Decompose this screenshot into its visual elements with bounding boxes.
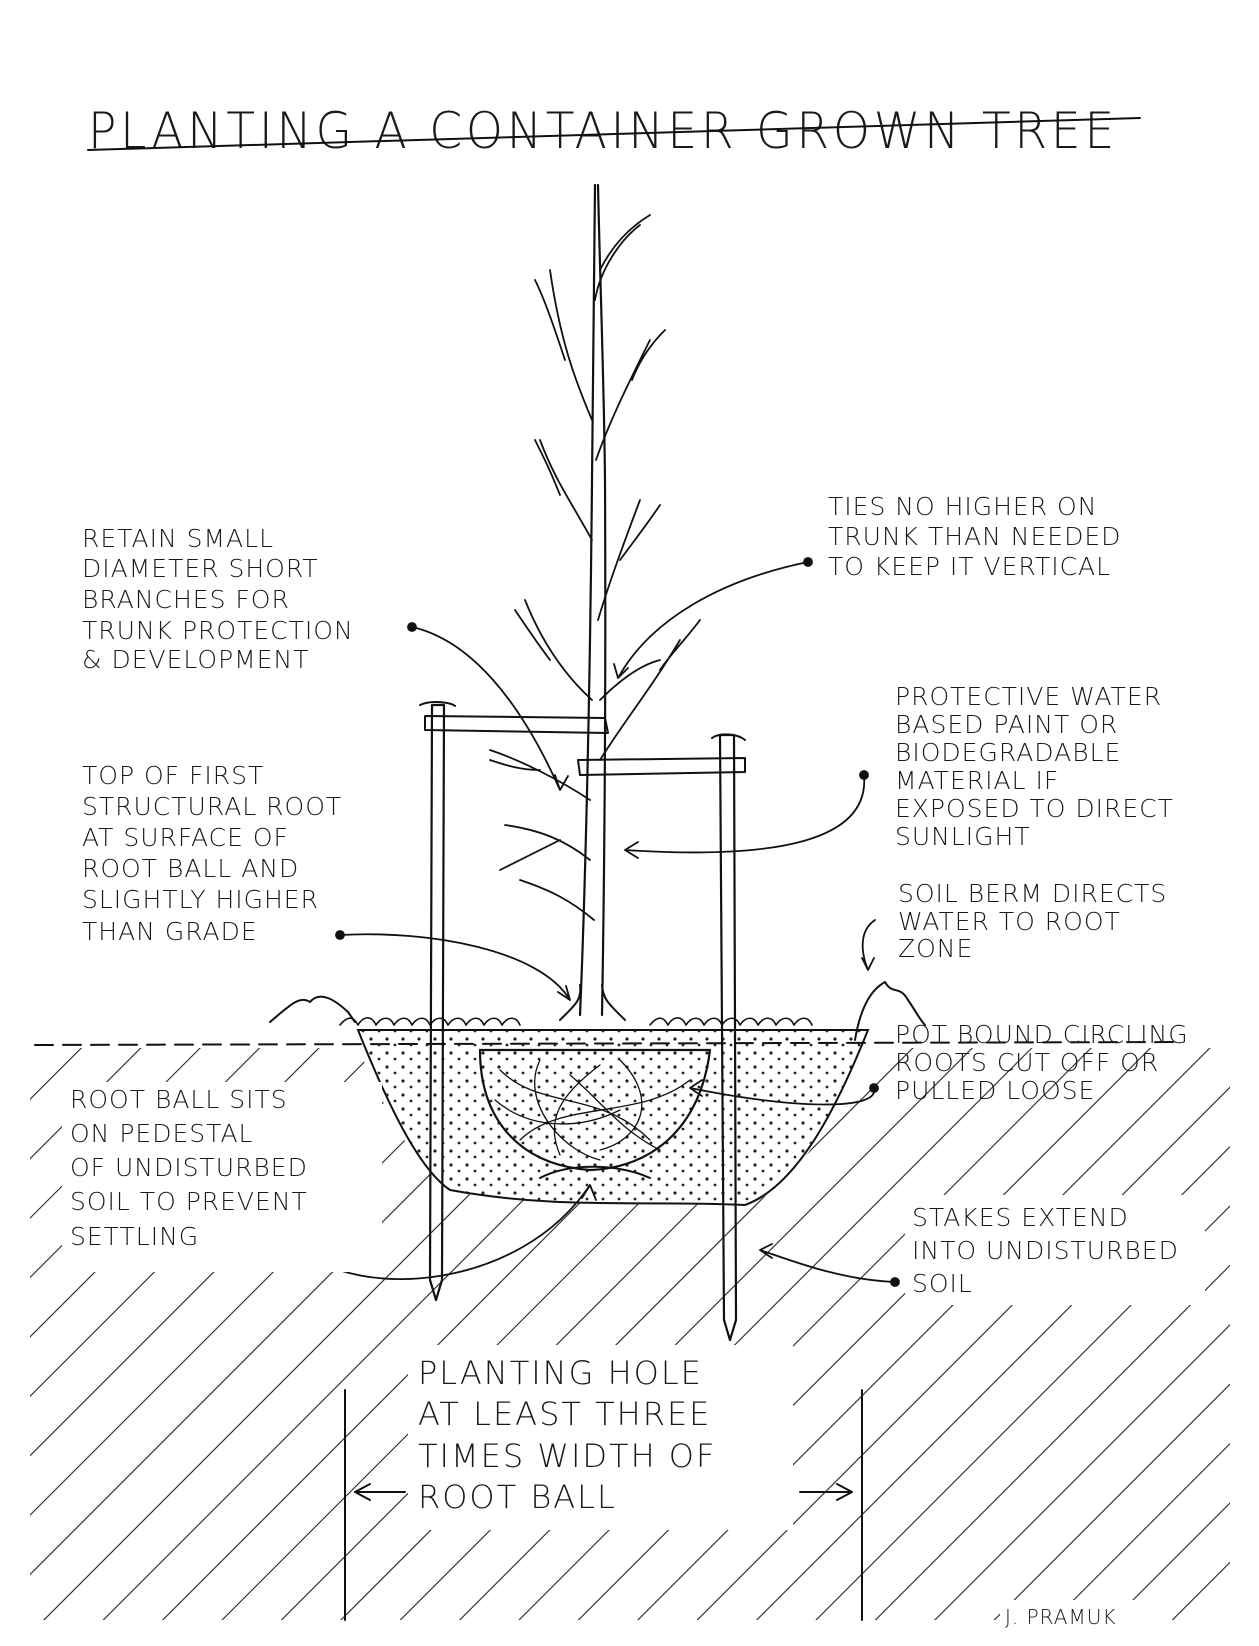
tree-branches <box>489 214 701 921</box>
soil-berm-left <box>269 995 356 1023</box>
svg-text:ZONE: ZONE <box>898 934 973 963</box>
diagram-title: PLANTING A CONTAINER GROWN TREE <box>88 102 1118 160</box>
svg-text:SOIL: SOIL <box>912 1269 973 1298</box>
svg-text:ROOTS CUT OFF OR: ROOTS CUT OFF OR <box>895 1048 1159 1077</box>
svg-text:AT LEAST THREE: AT LEAST THREE <box>418 1395 711 1433</box>
mulch <box>339 1017 813 1026</box>
svg-text:STAKES EXTEND: STAKES EXTEND <box>912 1203 1129 1232</box>
label-pot-bound-roots: POT BOUND CIRCLING ROOTS CUT OFF OR PULL… <box>895 1020 1189 1105</box>
root-ball <box>478 1048 712 1172</box>
svg-text:ROOT BALL AND: ROOT BALL AND <box>82 854 299 883</box>
svg-text:SETTLING: SETTLING <box>70 1222 199 1251</box>
svg-text:AT SURFACE OF: AT SURFACE OF <box>82 823 289 852</box>
svg-text:ROOT BALL SITS: ROOT BALL SITS <box>70 1085 288 1114</box>
svg-text:J. PRAMUK: J. PRAMUK <box>1005 1605 1116 1629</box>
svg-text:THAN GRADE: THAN GRADE <box>82 917 258 946</box>
svg-text:TO KEEP IT VERTICAL: TO KEEP IT VERTICAL <box>828 552 1111 581</box>
label-ties: TIES NO HIGHER ON TRUNK THAN NEEDED TO K… <box>828 492 1121 581</box>
svg-text:POT BOUND CIRCLING: POT BOUND CIRCLING <box>895 1020 1189 1049</box>
svg-text:SUNLIGHT: SUNLIGHT <box>895 822 1031 851</box>
svg-text:TRUNK THAN NEEDED: TRUNK THAN NEEDED <box>828 522 1121 551</box>
svg-text:WATER TO ROOT: WATER TO ROOT <box>898 907 1121 936</box>
svg-text:OF UNDISTURBED: OF UNDISTURBED <box>70 1153 308 1182</box>
backfill-soil <box>356 1029 870 1207</box>
label-retain-branches: RETAIN SMALL DIAMETER SHORT BRANCHES FOR… <box>82 524 354 674</box>
svg-text:SOIL TO PREVENT: SOIL TO PREVENT <box>70 1187 308 1216</box>
tree-ties <box>419 701 746 776</box>
svg-text:PROTECTIVE WATER: PROTECTIVE WATER <box>895 682 1162 711</box>
svg-text:RETAIN SMALL: RETAIN SMALL <box>82 524 274 553</box>
svg-text:MATERIAL IF: MATERIAL IF <box>895 766 1059 795</box>
svg-text:PLANTING HOLE: PLANTING HOLE <box>418 1354 703 1392</box>
svg-text:TIES NO HIGHER ON: TIES NO HIGHER ON <box>828 492 1097 521</box>
svg-text:BASED PAINT OR: BASED PAINT OR <box>895 710 1118 739</box>
svg-text:& DEVELOPMENT: & DEVELOPMENT <box>82 645 310 674</box>
label-stakes: STAKES EXTEND INTO UNDISTURBED SOIL <box>905 1195 1205 1305</box>
svg-text:TRUNK PROTECTION: TRUNK PROTECTION <box>82 616 354 645</box>
artist-signature: J. PRAMUK <box>1000 1600 1150 1632</box>
label-planting-hole: PLANTING HOLE AT LEAST THREE TIMES WIDTH… <box>408 1345 793 1530</box>
soil-berm-right <box>854 981 926 1041</box>
svg-text:PULLED LOOSE: PULLED LOOSE <box>895 1076 1095 1105</box>
tree-trunk <box>559 183 626 1021</box>
pedestal <box>539 1165 651 1179</box>
label-structural-root: TOP OF FIRST STRUCTURAL ROOT AT SURFACE … <box>82 761 342 946</box>
svg-text:ON PEDESTAL: ON PEDESTAL <box>70 1119 253 1148</box>
hole-width-markers <box>344 1389 863 1621</box>
svg-text:BRANCHES FOR: BRANCHES FOR <box>82 585 290 614</box>
svg-text:TIMES WIDTH OF: TIMES WIDTH OF <box>418 1437 716 1475</box>
label-soil-berm: SOIL BERM DIRECTS WATER TO ROOT ZONE <box>898 879 1167 963</box>
svg-text:SOIL BERM DIRECTS: SOIL BERM DIRECTS <box>898 879 1167 908</box>
svg-text:TOP OF FIRST: TOP OF FIRST <box>82 761 264 790</box>
svg-text:BIODEGRADABLE: BIODEGRADABLE <box>895 738 1121 767</box>
svg-text:EXPOSED TO DIRECT: EXPOSED TO DIRECT <box>895 794 1174 823</box>
svg-text:INTO UNDISTURBED: INTO UNDISTURBED <box>912 1236 1179 1265</box>
svg-text:SLIGHTLY HIGHER: SLIGHTLY HIGHER <box>82 885 319 914</box>
svg-text:ROOT BALL: ROOT BALL <box>418 1478 617 1516</box>
svg-text:STRUCTURAL ROOT: STRUCTURAL ROOT <box>82 792 342 821</box>
label-pedestal: ROOT BALL SITS ON PEDESTAL OF UNDISTURBE… <box>62 1082 382 1272</box>
label-protective-paint: PROTECTIVE WATER BASED PAINT OR BIODEGRA… <box>895 682 1174 851</box>
svg-text:DIAMETER SHORT: DIAMETER SHORT <box>82 554 319 583</box>
